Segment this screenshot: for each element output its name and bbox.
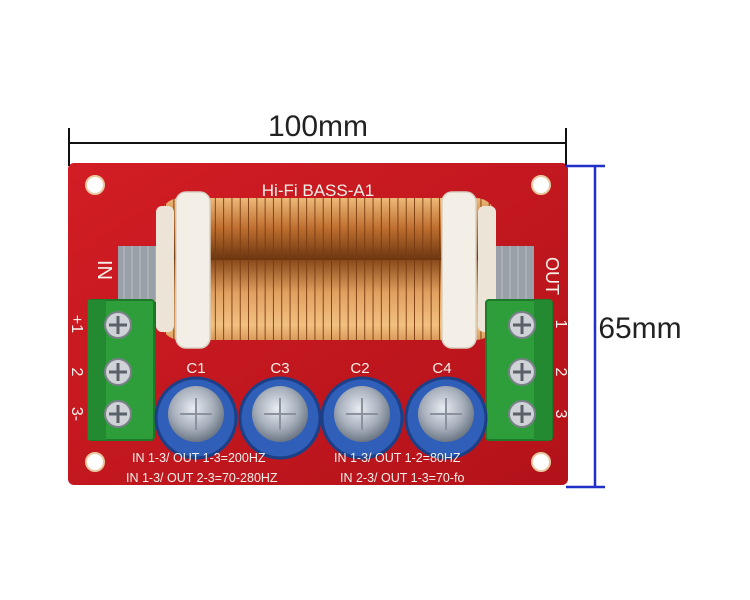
capacitor-c4 — [404, 376, 488, 460]
output-pin-3: 3 — [552, 410, 569, 419]
height-label: 65mm — [598, 312, 681, 345]
note-top-left: IN 1-3/ OUT 1-3=200HZ — [132, 451, 266, 465]
capacitor-label-c1: C1 — [186, 360, 205, 377]
board-title: Hi-Fi BASS-A1 — [262, 181, 374, 200]
mounting-hole — [85, 452, 105, 472]
input-pin-2: 2 — [68, 368, 85, 377]
width-label: 100mm — [268, 110, 368, 143]
output-label: OUT — [542, 257, 562, 295]
input-terminal-block — [87, 299, 155, 441]
input-pin-3: 3- — [68, 407, 85, 421]
output-pin-1: 1 — [552, 320, 569, 329]
height-dimension-line — [566, 164, 605, 489]
screw-terminal — [104, 358, 132, 386]
bobbin-flange-left — [156, 206, 174, 332]
coil-tie-left — [175, 191, 211, 349]
output-pin-2: 2 — [552, 368, 569, 377]
screw-terminal — [508, 358, 536, 386]
capacitor-c1 — [154, 376, 238, 460]
mounting-hole — [85, 175, 105, 195]
screw-terminal — [508, 311, 536, 339]
screw-terminal — [104, 311, 132, 339]
input-pin-1: +1 — [68, 315, 85, 333]
output-terminal-block — [485, 299, 553, 441]
screw-terminal — [508, 400, 536, 428]
input-label: IN — [93, 260, 115, 280]
width-dimension-line — [68, 128, 567, 166]
note-bottom-left: IN 1-3/ OUT 2-3=70-280HZ — [126, 471, 278, 485]
capacitor-c3 — [238, 376, 322, 460]
mounting-hole — [531, 452, 551, 472]
note-top-right: IN 1-3/ OUT 1-2=80HZ — [334, 451, 461, 465]
mounting-hole — [531, 175, 551, 195]
coil-tie-right — [441, 191, 477, 349]
capacitor-c2 — [320, 376, 404, 460]
screw-terminal — [104, 400, 132, 428]
note-bottom-right: IN 2-3/ OUT 1-3=70-fo — [340, 471, 465, 485]
copper-coil-inductor — [156, 191, 496, 349]
capacitor-label-c4: C4 — [432, 360, 451, 377]
capacitor-label-c2: C2 — [350, 360, 369, 377]
capacitor-label-c3: C3 — [270, 360, 289, 377]
